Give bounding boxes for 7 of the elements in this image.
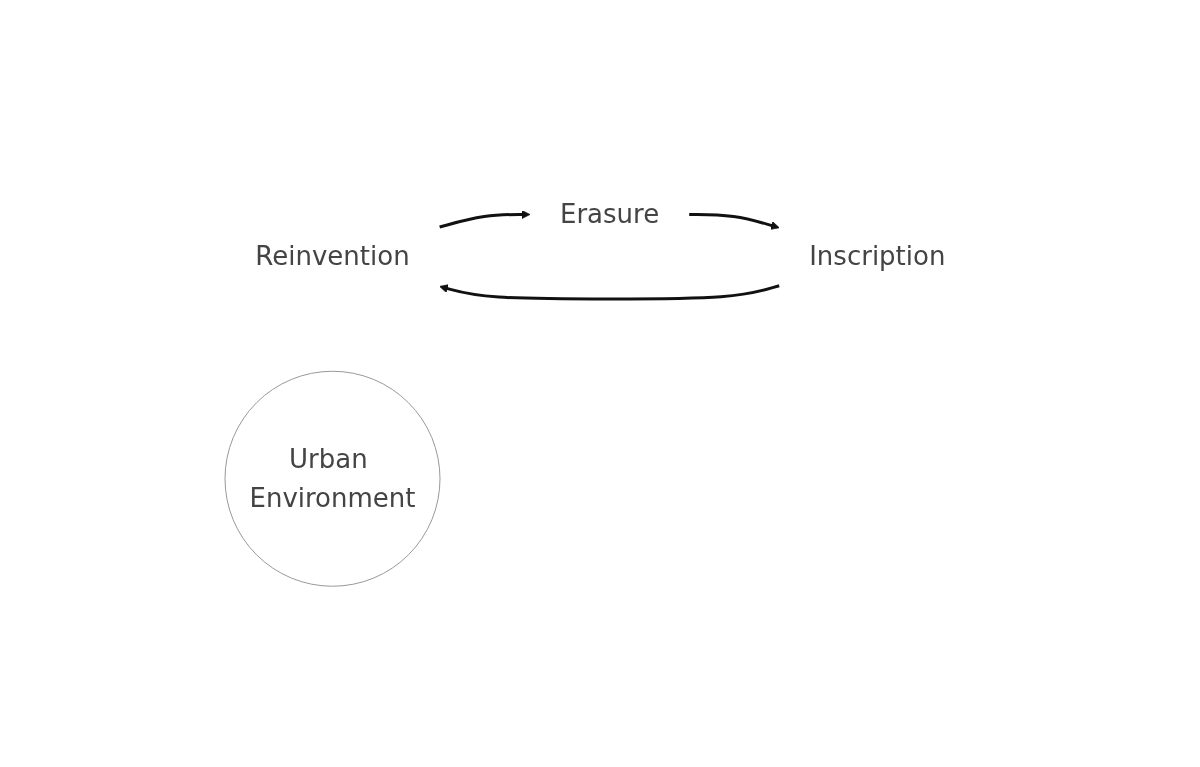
arrow bbox=[689, 213, 780, 231]
node-text: Inscription bbox=[808, 241, 946, 272]
arrow bbox=[439, 210, 531, 229]
node-text: Erasure bbox=[559, 199, 659, 230]
arrow bbox=[439, 284, 780, 301]
node-circle: Urban Environment bbox=[224, 371, 441, 588]
node-text: Reinvention bbox=[255, 241, 410, 272]
